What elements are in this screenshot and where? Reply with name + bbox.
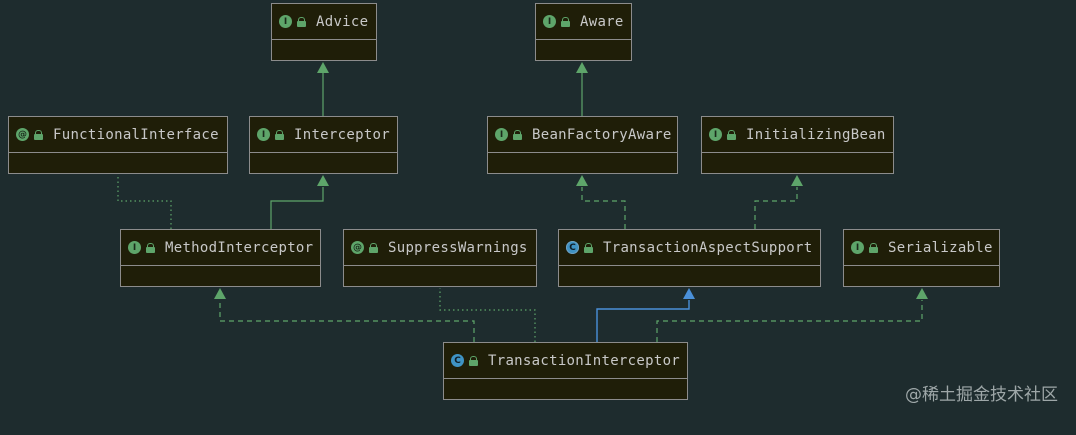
node-advice[interactable]: I Advice — [271, 3, 377, 61]
node-body — [121, 265, 320, 322]
uml-class-diagram: I Advice I Aware @ FunctionalInterface I Int… — [8, 3, 1000, 400]
lock-icon — [369, 242, 378, 253]
interface-icon: I — [543, 15, 556, 28]
arrowhead-methodinterceptor — [214, 288, 226, 299]
node-label: Serializable — [888, 239, 993, 256]
node-label: MethodInterceptor — [165, 239, 314, 256]
abstract-class-icon: C — [566, 241, 579, 254]
node-body — [488, 152, 677, 209]
annotation-icon: @ — [351, 241, 364, 254]
arrowhead-aware — [576, 62, 588, 73]
node-initializing-bean[interactable]: I InitializingBean — [701, 116, 894, 174]
edge-tas-beanfactoryaware — [581, 187, 626, 229]
interface-icon: I — [257, 128, 270, 141]
node-label: TransactionAspectSupport — [603, 239, 813, 256]
node-label: SuppressWarnings — [388, 239, 528, 256]
diagram-edges — [117, 62, 928, 342]
node-label: Aware — [580, 13, 624, 30]
arrowhead-transactionaspectsupport — [683, 288, 695, 299]
node-suppress-warnings[interactable]: @ SuppressWarnings — [343, 229, 537, 287]
node-method-interceptor[interactable]: I MethodInterceptor — [120, 229, 321, 287]
node-label: BeanFactoryAware — [532, 126, 672, 143]
edge-ti-methodinterceptor — [219, 300, 475, 342]
lock-icon — [561, 16, 570, 27]
interface-icon: I — [851, 241, 864, 254]
lock-icon — [727, 129, 736, 140]
node-body — [536, 39, 631, 96]
lock-icon — [297, 16, 306, 27]
lock-icon — [469, 355, 478, 366]
arrowhead-advice — [317, 62, 329, 73]
node-bean-factory-aware[interactable]: I BeanFactoryAware — [487, 116, 678, 174]
node-body — [9, 152, 227, 209]
lock-icon — [869, 242, 878, 253]
node-label: InitializingBean — [746, 126, 886, 143]
edge-tas-initializingbean — [754, 187, 798, 229]
edge-ti-tas — [596, 300, 690, 342]
lock-icon — [146, 242, 155, 253]
class-icon: C — [451, 354, 464, 367]
node-transaction-aspect-support[interactable]: C TransactionAspectSupport — [558, 229, 821, 287]
node-body — [444, 378, 687, 435]
arrowhead-beanfactoryaware — [576, 175, 588, 186]
interface-icon: I — [709, 128, 722, 141]
node-body — [844, 265, 999, 322]
node-body — [702, 152, 893, 209]
arrowhead-interceptor — [317, 175, 329, 186]
lock-icon — [34, 129, 43, 140]
node-body — [272, 39, 376, 96]
node-body — [559, 265, 820, 322]
interface-icon: I — [495, 128, 508, 141]
node-body — [250, 152, 397, 209]
annotation-icon: @ — [16, 128, 29, 141]
interface-icon: I — [279, 15, 292, 28]
lock-icon — [584, 242, 593, 253]
node-interceptor[interactable]: I Interceptor — [249, 116, 398, 174]
arrowhead-initializingbean — [791, 175, 803, 186]
interface-icon: I — [128, 241, 141, 254]
node-functional-interface[interactable]: @ FunctionalInterface — [8, 116, 228, 174]
lock-icon — [275, 129, 284, 140]
watermark: @稀土掘金技术社区 — [905, 385, 1058, 405]
arrowhead-serializable — [916, 288, 928, 299]
node-label: Interceptor — [294, 126, 391, 143]
edge-methodinterceptor-functional — [117, 175, 172, 229]
node-label: FunctionalInterface — [53, 126, 219, 143]
node-label: TransactionInterceptor — [488, 352, 681, 369]
lock-icon — [513, 129, 522, 140]
node-label: Advice — [316, 13, 369, 30]
node-serializable[interactable]: I Serializable — [843, 229, 1000, 287]
node-body — [344, 265, 536, 322]
edge-methodinterceptor-interceptor — [270, 187, 324, 229]
edge-ti-serializable — [656, 300, 923, 342]
node-aware[interactable]: I Aware — [535, 3, 632, 61]
node-transaction-interceptor[interactable]: C TransactionInterceptor — [443, 342, 688, 400]
